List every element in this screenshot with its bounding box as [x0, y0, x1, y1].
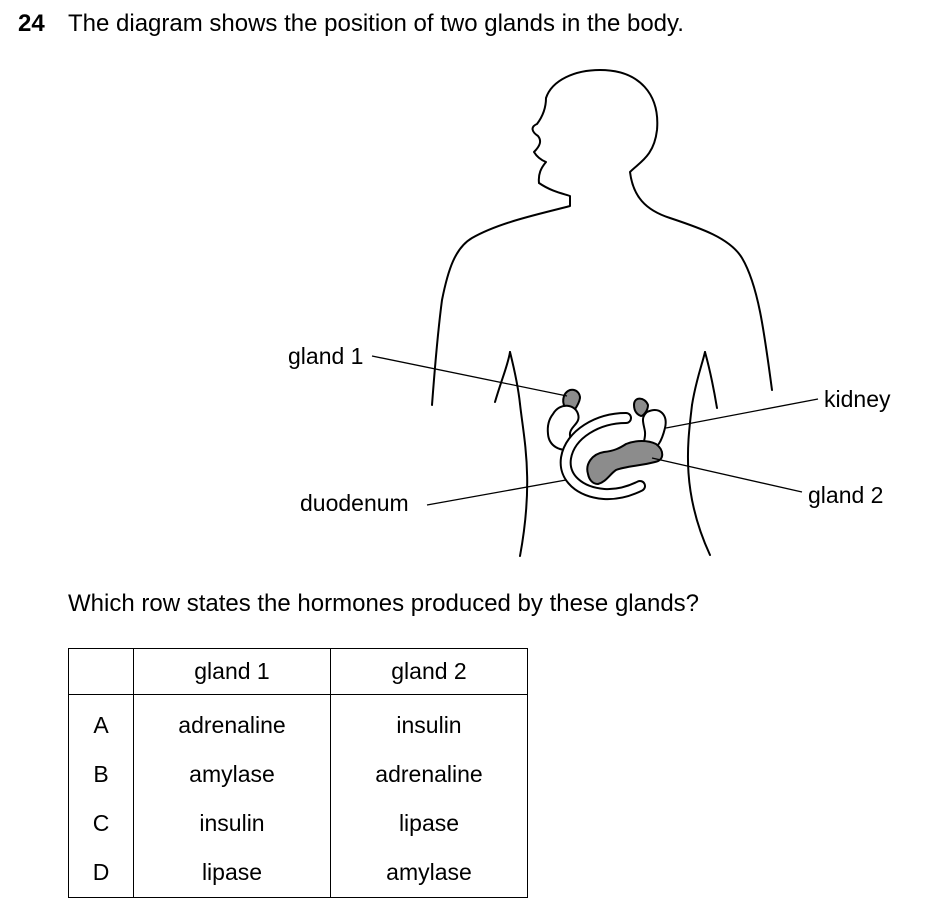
header-gland-2: gland 2 — [330, 648, 528, 695]
table-header-row: gland 1 gland 2 — [68, 648, 528, 695]
option-gland-2: adrenaline — [330, 750, 528, 799]
option-row-d[interactable]: D lipase amylase — [68, 848, 528, 898]
label-lines — [371, 355, 819, 506]
option-row-c[interactable]: C insulin lipase — [68, 799, 528, 848]
option-gland-1: insulin — [133, 799, 331, 848]
option-gland-1: amylase — [133, 750, 331, 799]
option-gland-2: lipase — [330, 799, 528, 848]
body-outline — [431, 69, 773, 557]
option-letter: B — [68, 750, 134, 799]
option-letter: C — [68, 799, 134, 848]
option-letter: D — [68, 848, 134, 898]
label-duodenum: duodenum — [300, 490, 409, 516]
header-blank — [68, 648, 134, 695]
option-gland-2: insulin — [330, 694, 528, 750]
question-stem: The diagram shows the position of two gl… — [68, 10, 684, 37]
header-gland-1: gland 1 — [133, 648, 331, 695]
pancreas — [586, 440, 664, 486]
question-prompt: Which row states the hormones produced b… — [68, 590, 700, 617]
option-row-b[interactable]: B amylase adrenaline — [68, 750, 528, 799]
body-diagram: gland 1 kidney duodenum gland 2 — [288, 69, 891, 557]
label-gland-1: gland 1 — [288, 343, 363, 369]
answer-options-table: gland 1 gland 2 A adrenaline insulin B a… — [68, 648, 528, 898]
label-kidney: kidney — [824, 386, 891, 412]
option-gland-2: amylase — [330, 848, 528, 898]
label-gland-2: gland 2 — [808, 482, 883, 508]
option-row-a[interactable]: A adrenaline insulin — [68, 694, 528, 750]
option-letter: A — [68, 694, 134, 750]
option-gland-1: adrenaline — [133, 694, 331, 750]
option-gland-1: lipase — [133, 848, 331, 898]
question-number: 24 — [18, 10, 45, 37]
